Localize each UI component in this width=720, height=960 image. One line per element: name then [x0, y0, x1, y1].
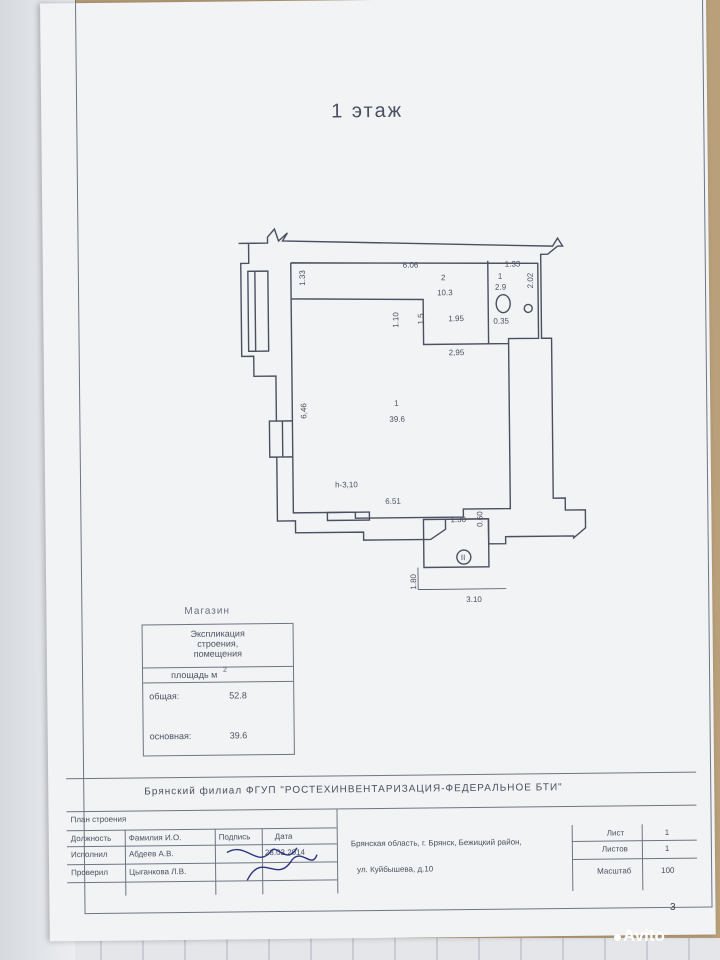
- dim-2-95: 2,95: [449, 348, 465, 357]
- bathroom-wall: [487, 260, 490, 344]
- explication-header-line-3: помещения: [193, 648, 243, 659]
- sheets-value: 1: [664, 843, 670, 853]
- total-area-row: общая: 52.8: [149, 690, 289, 701]
- executor-label: Исполнил: [70, 849, 108, 860]
- dim-1-5: 1.5: [416, 313, 425, 325]
- room-small-area: 2.9: [495, 283, 507, 292]
- dim-1-33-right: 1.33: [505, 259, 521, 268]
- signature-scribble: [226, 847, 318, 881]
- outer-wall: [238, 227, 587, 545]
- page-number: 3: [670, 902, 676, 913]
- dim-3-10: 3.10: [466, 595, 482, 604]
- room-1-number: 1: [394, 399, 399, 408]
- main-area-value: 39.6: [229, 730, 248, 741]
- address-line-2: ул. Куйбышева, д.10: [357, 864, 434, 875]
- executor-name: Абдеев А.В.: [128, 849, 174, 859]
- dim-1-30: 1.30: [450, 515, 466, 524]
- paper-below: [60, 938, 720, 960]
- main-area-label: основная:: [149, 730, 192, 742]
- floor-plan: 6.06 1.33 1.33 2 10.3 1 2.9 2.02 0.35 1.…: [238, 227, 587, 604]
- sheet-value: 1: [664, 827, 670, 837]
- area-unit-superscript: 2: [222, 666, 227, 674]
- dim-1-33-left: 1.33: [298, 270, 307, 286]
- room-1-area: 39.6: [389, 415, 405, 424]
- explication-unit: площадь м 2: [142, 666, 294, 684]
- explication-header: Экспликация строения, помещения: [142, 623, 293, 669]
- annex-marker: [456, 549, 472, 565]
- document-sheet: 1 этаж: [40, 0, 716, 942]
- room-small-number: 1: [498, 272, 503, 281]
- dim-6-46: 6,46: [299, 403, 308, 419]
- watermark-text: Avito: [623, 926, 665, 945]
- area-unit: площадь м: [171, 669, 218, 681]
- title-block: План строения Должность Фамилия И.О. Под…: [66, 804, 698, 897]
- toilet: [495, 293, 511, 314]
- name-header: Фамилия И.О.: [128, 833, 182, 843]
- window-left: [247, 270, 270, 353]
- scale-value: 100: [661, 865, 675, 876]
- dim-6-51: 6.51: [385, 497, 401, 506]
- total-area-value: 52.8: [229, 690, 247, 701]
- scale-label: Масштаб: [597, 866, 632, 876]
- sheets-label: Листов: [601, 844, 628, 854]
- explication-table: Экспликация строения, помещения площадь …: [141, 622, 295, 757]
- total-area-label: общая:: [149, 691, 180, 702]
- dim-0-35: 0.35: [493, 317, 509, 326]
- avito-watermark: Avito: [614, 926, 665, 946]
- window-bottom: [326, 511, 371, 522]
- room-2-area: 10.3: [437, 288, 453, 297]
- dim-1-80: 1.80: [409, 573, 418, 589]
- sheet-label: Лист: [606, 828, 625, 838]
- main-room-wall: [290, 298, 512, 519]
- dim-0-60: 0.60: [475, 511, 484, 527]
- dim-2-02: 2.02: [526, 272, 535, 288]
- shop-label: Магазин: [184, 605, 231, 618]
- annex-entrance: [422, 518, 490, 569]
- main-area-row: основная: 39.6: [150, 730, 290, 741]
- dim-1-95: 1.95: [448, 314, 464, 323]
- checker-name: Цыганкова Л.В.: [129, 867, 187, 877]
- room-2-number: 2: [441, 273, 446, 282]
- ceiling-height: h-3,10: [335, 480, 358, 489]
- position-header: Должность: [70, 833, 112, 844]
- plan-label: План строения: [70, 814, 127, 825]
- annex-label: II: [461, 553, 466, 562]
- dim-1-10: 1.10: [391, 312, 400, 328]
- checker-label: Проверил: [71, 867, 109, 878]
- address-line-1: Брянская область, г. Брянск, Бежицкий ра…: [350, 837, 522, 849]
- dim-6-06: 6.06: [403, 261, 419, 270]
